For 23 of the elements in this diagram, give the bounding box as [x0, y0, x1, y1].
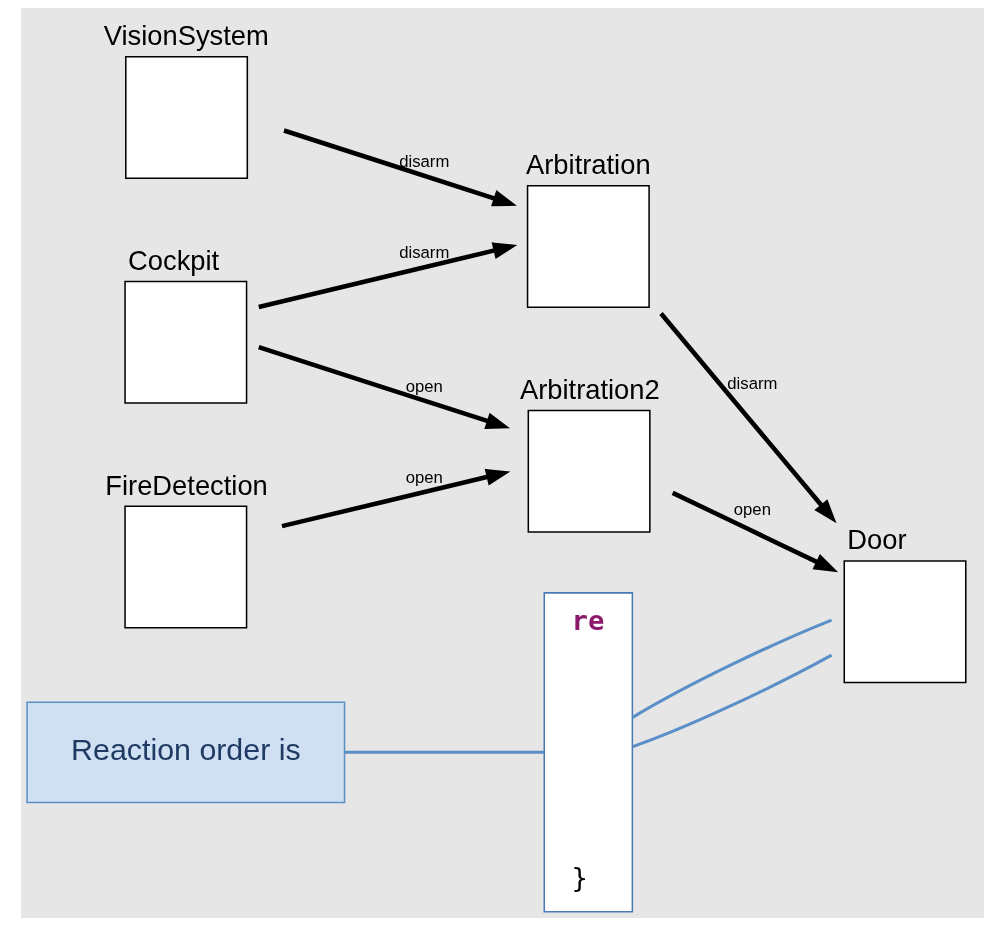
- node-label: VisionSystem: [103, 20, 269, 52]
- edge-label: open: [405, 377, 443, 397]
- edge-label: disarm: [399, 152, 450, 172]
- connector: [344, 750, 545, 754]
- arrow: [283, 128, 517, 207]
- arrow: [659, 312, 837, 524]
- node-label: Arbitration: [526, 149, 651, 181]
- edge-label: open: [405, 468, 443, 488]
- node-label: Cockpit: [128, 244, 220, 276]
- edge-label: disarm: [399, 243, 450, 263]
- node-label: Arbitration2: [519, 374, 660, 406]
- arrow: [258, 242, 518, 310]
- arrow: [281, 468, 511, 529]
- node-label: FireDetection: [105, 469, 268, 501]
- node-label: Door: [847, 524, 907, 556]
- node-box: Reaction order is: [26, 701, 346, 804]
- node-box: re }: [543, 592, 634, 913]
- arrow: [258, 344, 511, 429]
- connector: [632, 653, 833, 749]
- arrow: [671, 490, 839, 573]
- edge-label: disarm: [727, 374, 778, 394]
- connector: [632, 618, 833, 719]
- edge-label: open: [733, 500, 771, 520]
